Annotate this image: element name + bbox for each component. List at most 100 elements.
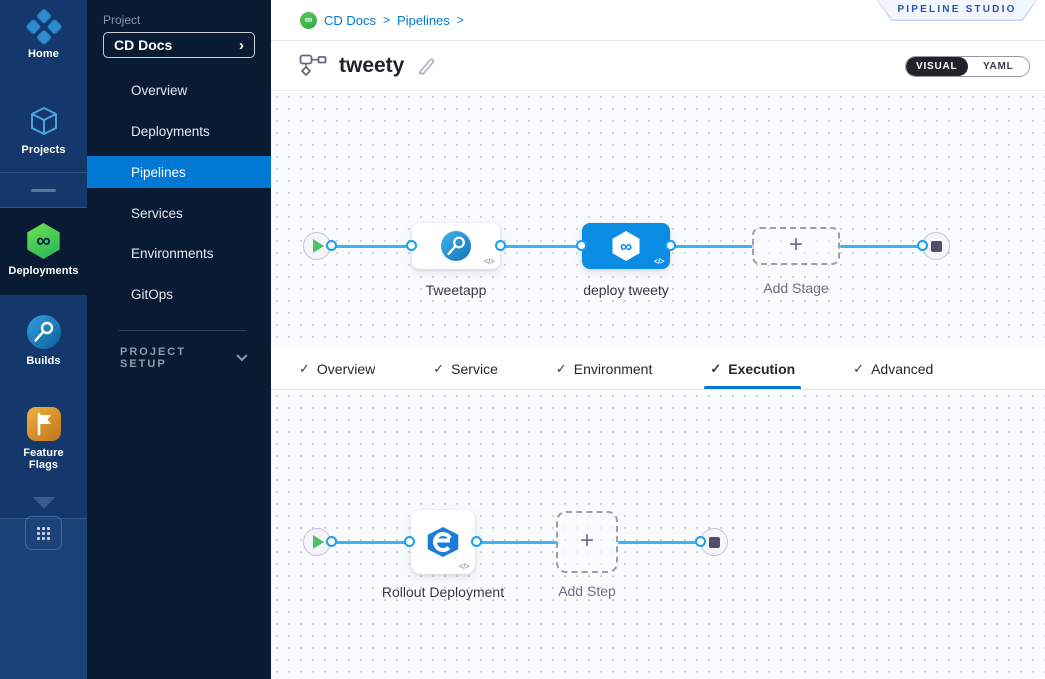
toggle-yaml[interactable]: YAML: [982, 61, 1014, 72]
sidebar-item-label: Deployments: [131, 123, 210, 139]
cd-stage-icon: ∞: [612, 231, 640, 261]
connector-port[interactable]: [404, 536, 415, 547]
breadcrumb-project-link[interactable]: CD Docs: [324, 12, 377, 28]
add-step-label: Add Step: [558, 583, 616, 599]
deployments-cd-icon: ∞: [27, 223, 60, 259]
plus-icon: +: [579, 526, 594, 554]
execution-canvas: </> + Rollout Deployment Add Step: [271, 390, 1045, 679]
step-node-rollout-deployment[interactable]: </>: [411, 510, 475, 574]
project-name: CD Docs: [114, 37, 173, 53]
breadcrumb-separator: >: [456, 13, 464, 27]
chevron-down-icon: [236, 354, 248, 362]
builds-ci-icon: [26, 315, 61, 349]
sidebar-item-gitops[interactable]: GitOps: [87, 278, 271, 310]
project-setup-label: PROJECT SETUP: [120, 346, 186, 370]
tab-label: Overview: [316, 360, 376, 377]
pencil-icon: [418, 58, 435, 76]
sidebar-divider: [119, 330, 247, 331]
rail-item-deployments[interactable]: ∞ Deployments: [0, 208, 87, 295]
tab-label: Service: [451, 360, 498, 377]
tab-overview[interactable]: ✓ Overview: [299, 348, 375, 389]
rail-collapse-handle[interactable]: [31, 189, 56, 192]
rail-item-label: Builds: [26, 355, 61, 367]
tab-environment[interactable]: ✓ Environment: [556, 348, 653, 389]
apps-grid-icon: [37, 526, 50, 540]
ci-stage-icon: [441, 231, 471, 261]
connector-port[interactable]: [471, 536, 482, 547]
sidebar-item-label: GitOps: [131, 286, 174, 302]
rail-item-home[interactable]: Home: [0, 6, 87, 60]
rail-item-builds[interactable]: Builds: [0, 315, 87, 367]
tab-execution[interactable]: ✓ Execution: [704, 348, 801, 389]
project-setup-toggle[interactable]: PROJECT SETUP: [120, 346, 248, 370]
rolling-deploy-icon: [427, 527, 459, 557]
connector-port[interactable]: [326, 536, 337, 547]
connector-port[interactable]: [326, 240, 337, 251]
toggle-visual[interactable]: VISUAL: [906, 57, 968, 76]
edit-pipeline-name-button[interactable]: [416, 56, 436, 76]
rail-item-label: Deployments: [8, 265, 79, 277]
check-icon: ✓: [433, 360, 445, 376]
project-label: Project: [103, 13, 141, 27]
check-icon: ✓: [853, 360, 865, 376]
pipeline-name: tweety: [339, 54, 405, 77]
pipeline-studio-badge: PIPELINE STUDIO: [877, 0, 1037, 21]
visual-yaml-toggle[interactable]: VISUAL YAML: [905, 56, 1030, 77]
breadcrumb-separator: >: [383, 13, 391, 27]
tab-label: Advanced: [871, 360, 934, 377]
pipeline-studio-main: PIPELINE STUDIO ∞ CD Docs > Pipelines > …: [271, 0, 1045, 679]
projects-cube-icon: [30, 107, 57, 135]
connector-port[interactable]: [495, 240, 506, 251]
sidebar-item-environments[interactable]: Environments: [87, 237, 271, 269]
sidebar-item-overview[interactable]: Overview: [87, 74, 271, 106]
sidebar-item-label: Services: [131, 205, 183, 221]
sidebar-item-deployments[interactable]: Deployments: [87, 115, 271, 147]
connector-port[interactable]: [665, 240, 676, 251]
sidebar-item-label: Overview: [131, 82, 188, 98]
check-icon: ✓: [710, 360, 722, 376]
rail-divider: [0, 207, 87, 208]
all-modules-button[interactable]: [25, 516, 62, 550]
cd-module-icon: ∞: [300, 11, 317, 29]
rail-item-label: Home: [28, 48, 59, 60]
plus-icon: +: [788, 230, 803, 258]
rail-item-projects[interactable]: Projects: [0, 104, 87, 156]
connector-port[interactable]: [917, 240, 928, 251]
tab-label: Environment: [573, 360, 653, 377]
rail-item-label: Feature Flags: [23, 447, 64, 471]
module-rail: Home Projects ∞ Deployments Builds: [0, 0, 87, 679]
rail-expand-caret-icon[interactable]: [33, 497, 55, 509]
sidebar-item-label: Pipelines: [131, 164, 186, 180]
connector-port[interactable]: [406, 240, 417, 251]
breadcrumb-pipelines-link[interactable]: Pipelines: [397, 12, 450, 28]
connector-wire: [500, 245, 584, 248]
stop-icon: [930, 240, 942, 252]
add-stage-label: Add Stage: [763, 280, 829, 296]
tab-label: Execution: [728, 360, 796, 377]
check-icon: ✓: [299, 360, 310, 376]
add-step-button[interactable]: +: [556, 511, 618, 573]
stage-label: deploy tweety: [583, 282, 669, 298]
stage-node-deploy-tweety[interactable]: ∞ </>: [582, 223, 670, 269]
connector-wire: [476, 541, 559, 544]
sidebar-item-services[interactable]: Services: [87, 197, 271, 229]
chevron-right-icon: ›: [239, 36, 244, 54]
connector-wire: [331, 245, 415, 248]
rail-bottom-dock: [0, 518, 87, 679]
project-selector[interactable]: CD Docs ›: [103, 32, 255, 58]
code-icon: </>: [653, 257, 665, 266]
project-sidebar: Project CD Docs › Overview Deployments P…: [87, 0, 271, 679]
add-stage-button[interactable]: +: [752, 227, 840, 265]
connector-port[interactable]: [576, 240, 587, 251]
rail-item-feature-flags[interactable]: Feature Flags: [0, 407, 87, 471]
code-icon: </>: [483, 257, 495, 266]
code-icon: </>: [458, 562, 470, 571]
connector-port[interactable]: [695, 536, 706, 547]
sidebar-item-pipelines[interactable]: Pipelines: [87, 156, 271, 188]
stage-node-tweetapp[interactable]: </>: [412, 223, 500, 269]
tab-advanced[interactable]: ✓ Advanced: [853, 348, 933, 389]
play-icon: [313, 239, 324, 253]
stop-icon: [708, 536, 720, 548]
tab-service[interactable]: ✓ Service: [433, 348, 498, 389]
connector-wire: [618, 541, 703, 544]
